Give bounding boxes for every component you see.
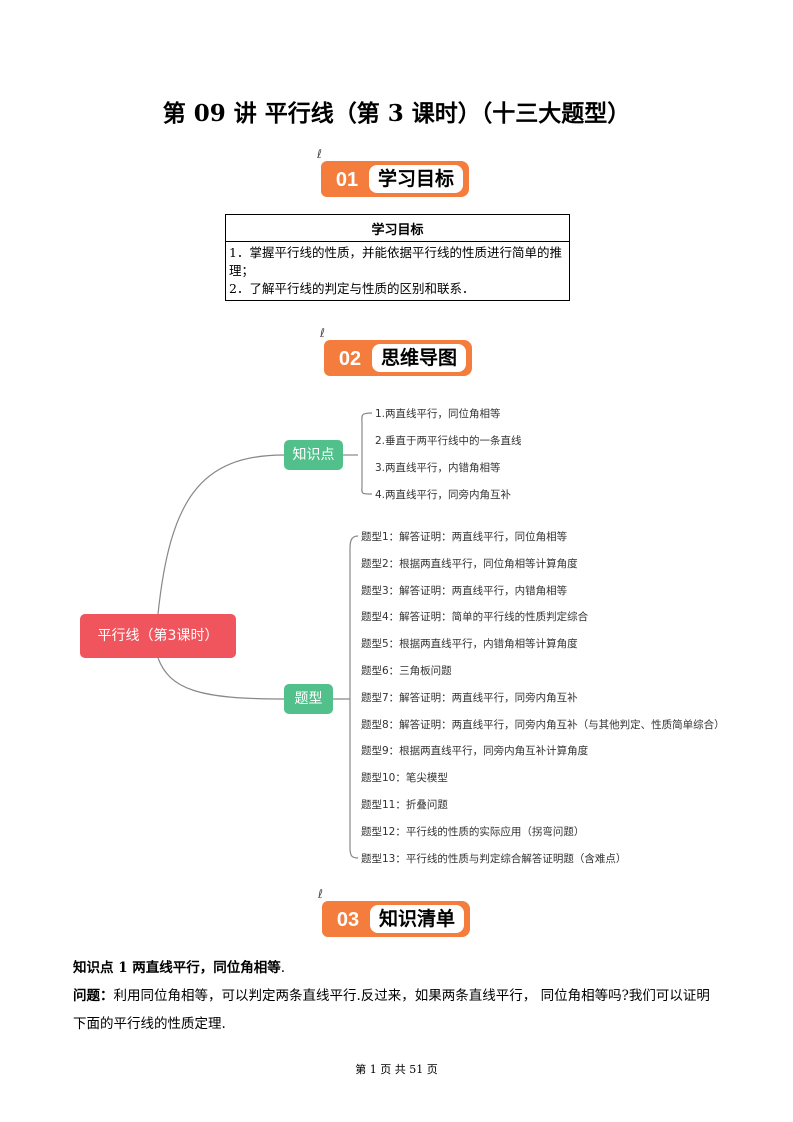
question-type-item: 题型12：平行线的性质的实际应用（拐弯问题） (361, 825, 585, 838)
page-footer: 第 1 页 共 51 页 (355, 1063, 438, 1076)
goals-table: 学习目标 1．掌握平行线的性质，并能依据平行线的性质进行简单的推理； 2．了解平… (225, 214, 570, 301)
question-type-item: 题型7：解答证明：两直线平行，同旁内角互补 (361, 691, 578, 704)
section-label: 思维导图 (372, 344, 466, 372)
question-text: 利用同位角相等，可以判定两条直线平行.反过来，如果两条直线平行， 同位角相等吗?… (73, 988, 710, 1032)
heading-tail: . (280, 960, 286, 976)
question-type-item: 题型1：解答证明：两直线平行，同位角相等 (361, 531, 568, 543)
knowledge-item: 1.两直线平行，同位角相等 (375, 408, 501, 420)
knowledge-point-1: 知识点 1 两直线平行，同位角相等. 问题：利用同位角相等，可以判定两条直线平行… (73, 954, 723, 1038)
curl-icon: ℓ (317, 147, 322, 161)
question-type-item: 题型8：解答证明：两直线平行，同旁内角互补（与其他判定、性质简单综合） (361, 718, 725, 731)
knowledge-item: 4.两直线平行，同旁内角互补 (375, 489, 512, 501)
section-label: 知识清单 (370, 905, 464, 933)
page-title: 第 09 讲 平行线（第 3 课时）（十三大题型） (162, 100, 631, 127)
curl-icon: ℓ (320, 326, 325, 340)
question-type-item: 题型2：根据两直线平行，同位角相等计算角度 (361, 557, 578, 570)
section-number: 02 (324, 340, 376, 376)
mindmap-node-types: 题型 (284, 684, 333, 714)
question-type-item: 题型10：笔尖模型 (361, 772, 448, 785)
question-type-item: 题型6：三角板问题 (361, 665, 452, 677)
question-type-item: 题型13：平行线的性质与判定综合解答证明题（含难点） (361, 852, 627, 865)
goal-item: 2．了解平行线的判定与性质的区别和联系． (229, 281, 475, 296)
section-number: 03 (322, 901, 374, 937)
knowledge-heading: 知识点 1 两直线平行，同位角相等 (73, 960, 281, 976)
knowledge-item: 2.垂直于两平行线中的一条直线 (375, 435, 522, 447)
section-label: 学习目标 (369, 165, 463, 193)
question-type-item: 题型3：解答证明：两直线平行，内错角相等 (361, 584, 568, 597)
mindmap-root: 平行线（第3课时） (80, 614, 236, 658)
question-type-item: 题型9：根据两直线平行，同旁内角互补计算角度 (361, 745, 589, 758)
goal-item: 1．掌握平行线的性质，并能依据平行线的性质进行简单的推理； (229, 245, 562, 278)
section-number: 01 (321, 161, 373, 197)
question-type-item: 题型4：解答证明：简单的平行线的性质判定综合 (361, 611, 589, 624)
question-label: 问题： (73, 988, 114, 1004)
curl-icon: ℓ (318, 887, 323, 901)
question-type-item: 题型5：根据两直线平行，内错角相等计算角度 (361, 638, 578, 651)
mindmap-node-knowledge: 知识点 (284, 440, 343, 470)
knowledge-item: 3.两直线平行，内错角相等 (375, 462, 501, 474)
question-type-item: 题型11：折叠问题 (361, 799, 448, 811)
